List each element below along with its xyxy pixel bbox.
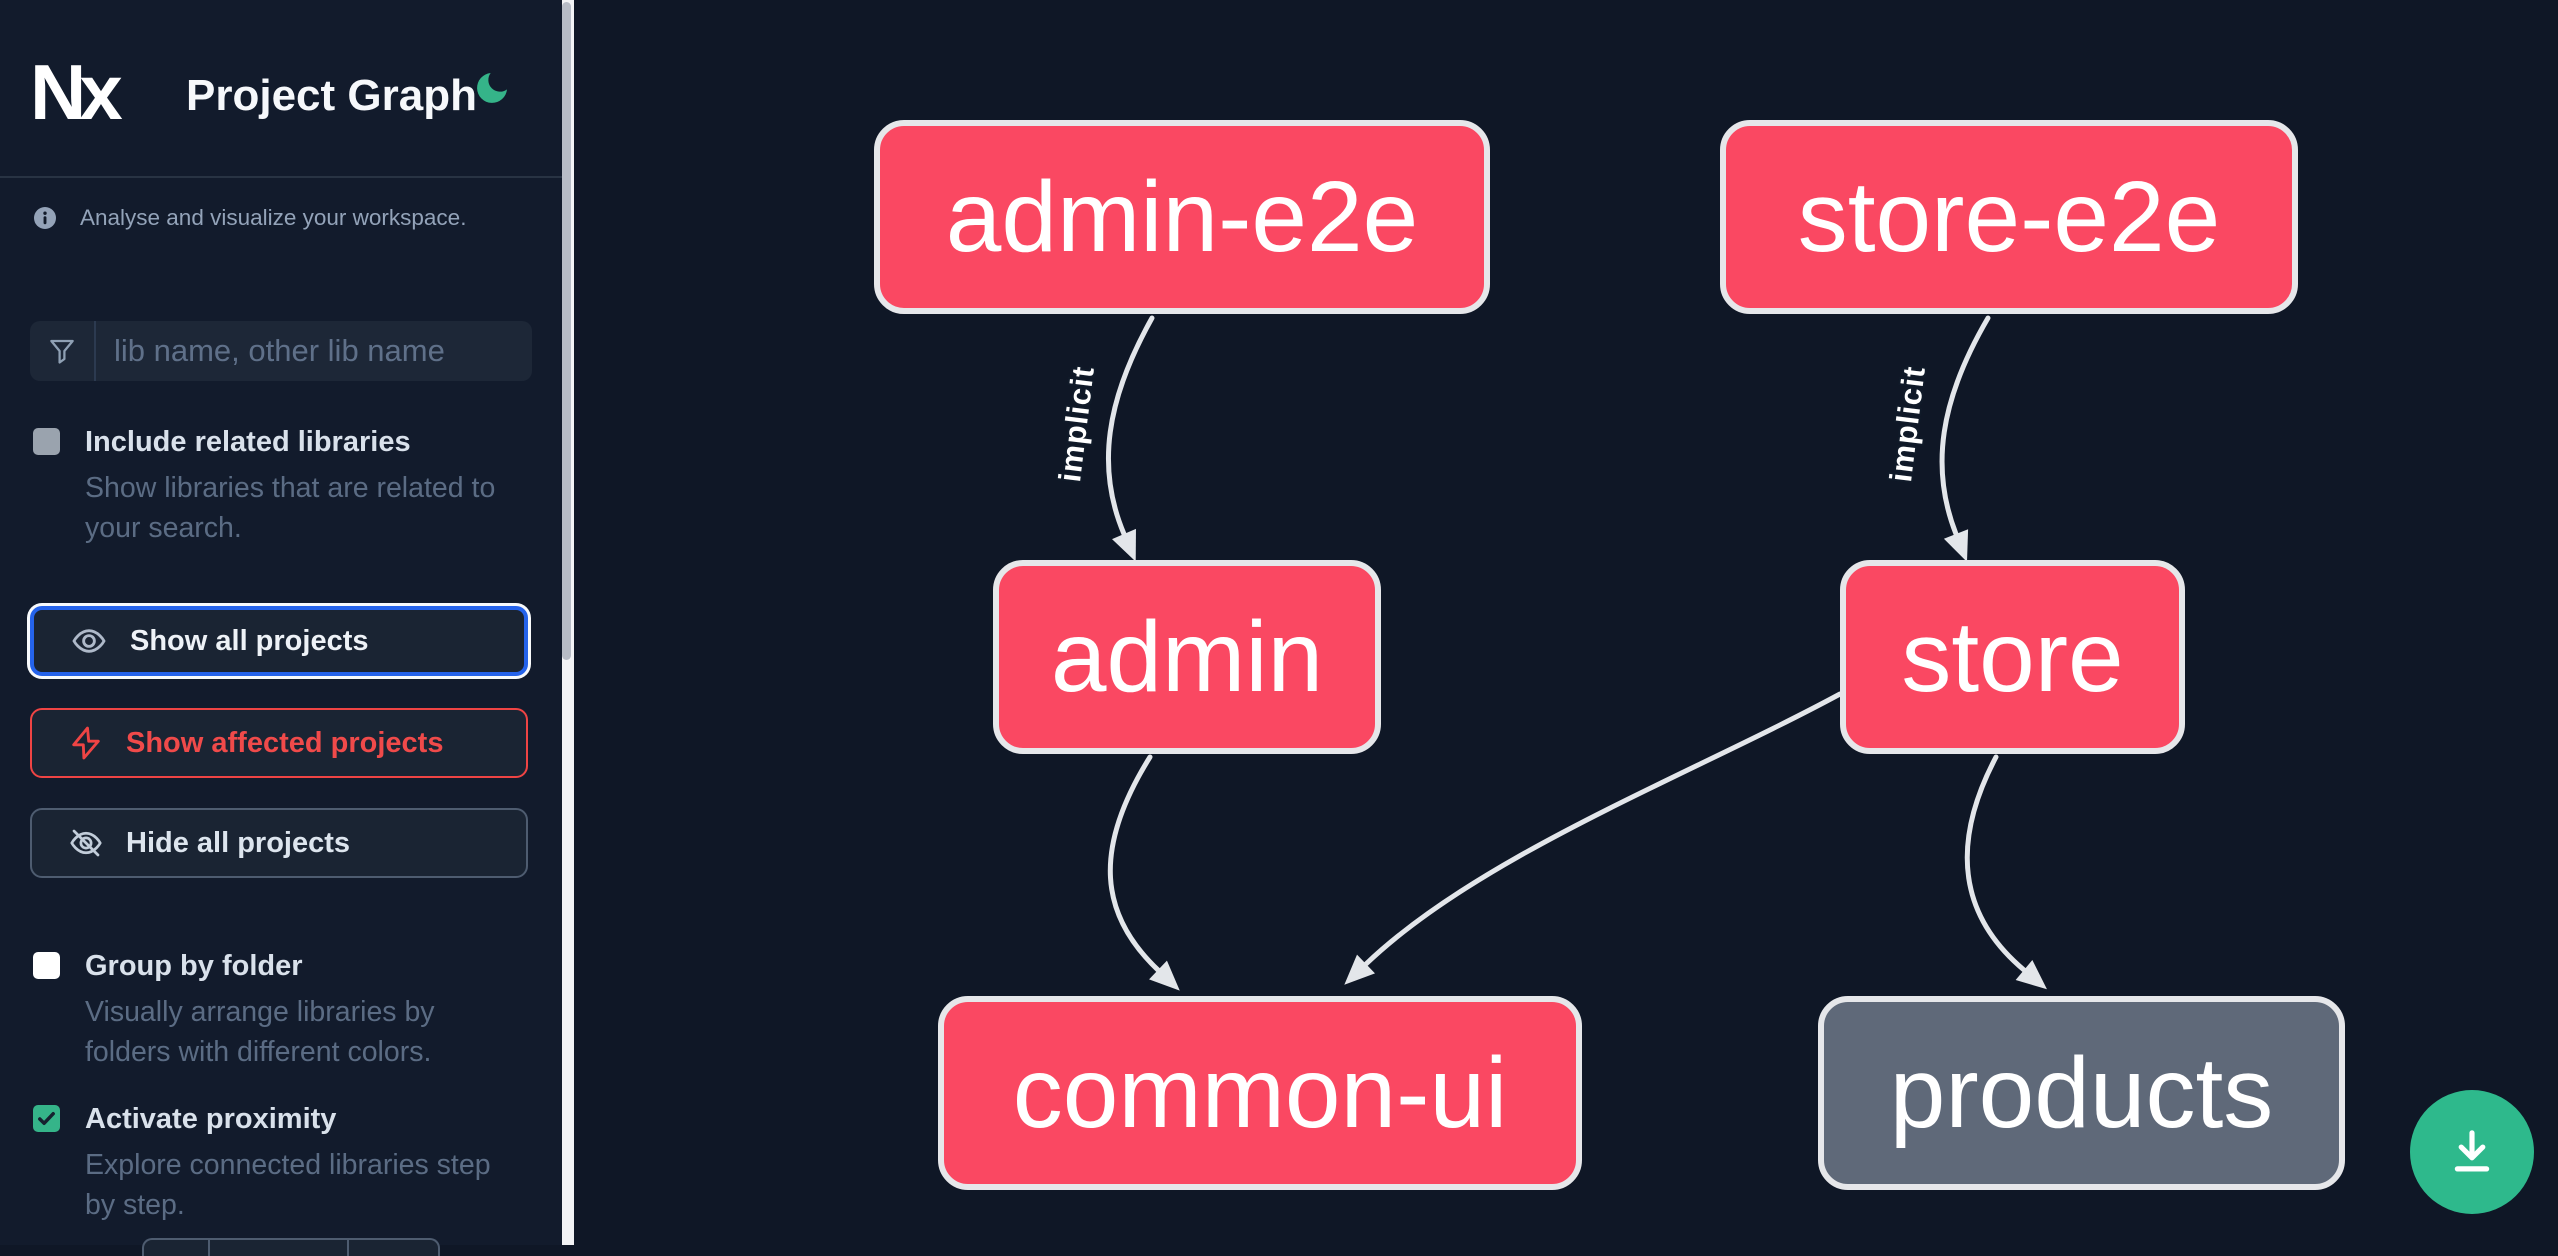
activate-proximity-checkbox[interactable] xyxy=(33,1105,60,1132)
option-label: Group by folder xyxy=(85,950,303,982)
option-label: Activate proximity xyxy=(85,1103,337,1135)
check-icon xyxy=(38,1111,55,1126)
info-icon xyxy=(34,207,56,229)
eye-icon xyxy=(72,629,106,653)
option-description: Show libraries that are related to your … xyxy=(85,472,496,544)
graph-node-admin-e2e[interactable]: admin-e2e xyxy=(874,120,1490,314)
download-icon xyxy=(2454,1130,2490,1172)
option-description: Visually arrange libraries by folders wi… xyxy=(85,996,435,1068)
button-label: Show affected projects xyxy=(126,726,444,759)
bolt-icon xyxy=(72,726,100,760)
stepper-divider xyxy=(208,1240,210,1256)
eye-off-icon xyxy=(70,829,102,857)
option-activate-proximity: Activate proximity Explore connected lib… xyxy=(33,1103,523,1225)
graph-node-store-e2e[interactable]: store-e2e xyxy=(1720,120,2298,314)
page-title: Project Graph xyxy=(186,71,477,120)
show-affected-projects-button[interactable]: Show affected projects xyxy=(30,708,528,778)
tagline-row: Analyse and visualize your workspace. xyxy=(33,200,466,236)
show-all-projects-button[interactable]: Show all projects xyxy=(30,606,528,676)
option-label: Include related libraries xyxy=(85,426,411,458)
sidebar: Nx Project Graph Analyse and visualize y… xyxy=(0,0,562,1256)
sidebar-scrollbar-thumb[interactable] xyxy=(562,2,571,660)
filter-icon xyxy=(50,339,74,364)
search-box xyxy=(30,321,532,381)
edge-admin-e2e-admin[interactable] xyxy=(1105,315,1155,562)
nx-logo: Nx xyxy=(30,48,123,136)
edge-admin-common-ui[interactable] xyxy=(1107,754,1180,991)
edge-store-products[interactable] xyxy=(1964,754,2047,990)
graph-node-store[interactable]: store xyxy=(1840,560,2185,754)
tagline-text: Analyse and visualize your workspace. xyxy=(80,205,467,230)
graph-node-admin[interactable]: admin xyxy=(993,560,1381,754)
hide-all-projects-button[interactable]: Hide all projects xyxy=(30,808,528,878)
group-by-folder-checkbox[interactable] xyxy=(33,952,60,979)
graph-node-common-ui[interactable]: common-ui xyxy=(938,996,1582,1190)
option-include-related: Include related libraries Show libraries… xyxy=(33,426,523,548)
button-label: Hide all projects xyxy=(126,826,351,859)
option-group-by-folder: Group by folder Visually arrange librari… xyxy=(33,950,523,1072)
button-label: Show all projects xyxy=(130,624,369,657)
edge-store-common-ui[interactable] xyxy=(1344,691,1843,985)
moon-icon xyxy=(477,73,507,103)
edge-store-e2e-store[interactable] xyxy=(1939,315,1991,562)
graph-node-products[interactable]: products xyxy=(1818,996,2345,1190)
filter-icon-box xyxy=(30,321,96,381)
search-input[interactable] xyxy=(96,321,532,381)
stepper-divider xyxy=(347,1240,349,1256)
sidebar-header: Nx Project Graph xyxy=(0,0,562,178)
include-related-checkbox[interactable] xyxy=(33,428,60,455)
proximity-stepper[interactable] xyxy=(142,1238,440,1256)
download-button[interactable] xyxy=(2410,1090,2534,1214)
option-description: Explore connected libraries step by step… xyxy=(85,1149,491,1221)
theme-toggle-button[interactable] xyxy=(472,68,512,108)
